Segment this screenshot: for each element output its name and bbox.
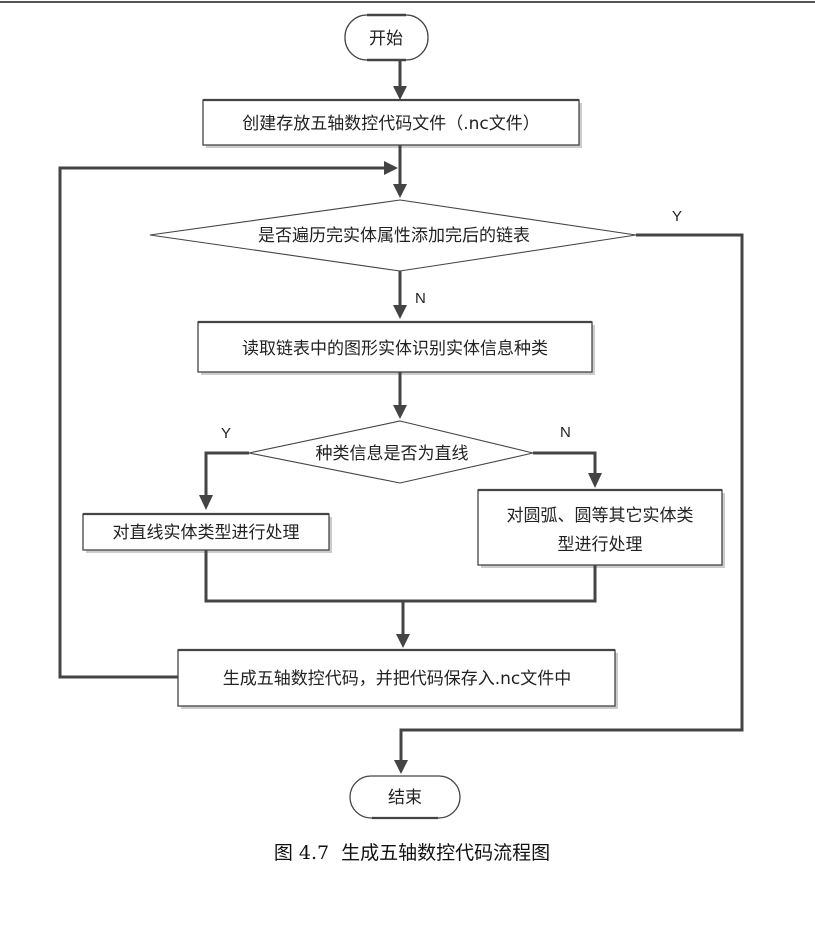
line-no-label: N <box>560 424 571 441</box>
arrow-start-to-create <box>393 60 407 100</box>
read-entity-node: 读取链表中的图形实体识别实体信息种类 <box>197 320 595 375</box>
process-line-node: 对直线实体类型进行处理 <box>82 512 332 553</box>
process-other-label-line2: 型进行处理 <box>558 535 643 555</box>
traverse-no-label: N <box>415 290 426 307</box>
figure-caption: 图 4.7 生成五轴数控代码流程图 <box>274 842 550 864</box>
start-label: 开始 <box>369 29 403 49</box>
read-entity-label: 读取链表中的图形实体识别实体信息种类 <box>242 339 548 359</box>
process-line-label: 对直线实体类型进行处理 <box>113 523 300 543</box>
arrow-create-to-decision <box>393 145 407 198</box>
traverse-yes-label: Y <box>672 208 682 225</box>
traverse-yes-connector: Y <box>394 208 744 774</box>
loop-back-connector <box>58 161 398 679</box>
generate-code-label: 生成五轴数控代码，并把代码保存入.nc文件中 <box>223 669 572 689</box>
line-yes-label: Y <box>221 425 231 442</box>
process-other-label-line1: 对圆弧、圆等其它实体类 <box>507 506 694 526</box>
process-other-node: 对圆弧、圆等其它实体类 型进行处理 <box>477 488 725 568</box>
create-file-node: 创建存放五轴数控代码文件（.nc文件） <box>202 98 582 148</box>
decision-traverse-label: 是否遍历完实体属性添加完后的链表 <box>258 226 530 246</box>
decision-line-label: 种类信息是否为直线 <box>316 444 469 464</box>
generate-code-node: 生成五轴数控代码，并把代码保存入.nc文件中 <box>177 648 618 709</box>
decision-line-node: 种类信息是否为直线 <box>248 420 534 484</box>
arrow-read-to-decision <box>393 372 407 419</box>
merge-connector <box>204 550 597 648</box>
page-top-rule <box>0 1 815 3</box>
line-yes-connector: Y <box>199 425 249 510</box>
traverse-no-connector: N <box>393 271 426 319</box>
start-node: 开始 <box>344 13 429 62</box>
end-label: 结束 <box>388 788 422 808</box>
create-file-label: 创建存放五轴数控代码文件（.nc文件） <box>242 114 540 134</box>
end-node: 结束 <box>349 775 461 820</box>
line-no-connector: N <box>533 424 602 488</box>
decision-traverse-node: 是否遍历完实体属性添加完后的链表 <box>149 199 637 272</box>
